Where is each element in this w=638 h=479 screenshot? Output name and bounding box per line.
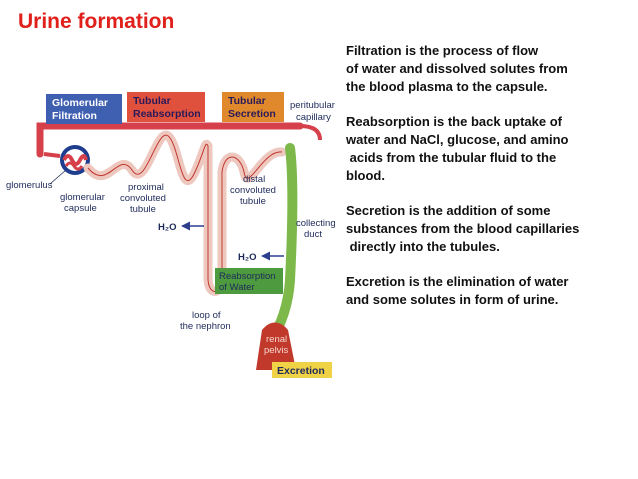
- reabsorption-line: blood.: [346, 168, 385, 183]
- excretion-line: Excretion is the elimination of water: [346, 274, 569, 289]
- glomerulus-label: glomerulus: [6, 180, 53, 191]
- peritubular-capillary: [36, 122, 304, 158]
- secretion-line: directly into the tubules.: [346, 239, 500, 254]
- distal-tubule-label: distal: [243, 174, 265, 185]
- excretion-label: Excretion: [277, 365, 325, 377]
- glomerular-capsule-label: glomerular: [60, 192, 105, 203]
- reabsorption-of-water-box: [215, 268, 283, 294]
- collecting-duct: [265, 143, 298, 347]
- filtration-paragraph: Filtration is the process of flow of wat…: [346, 42, 634, 96]
- proximal-tubule-label: proximal: [128, 182, 164, 193]
- distal-tubule-label: convoluted: [230, 185, 276, 196]
- filtration-line: Filtration is the process of flow: [346, 43, 539, 58]
- h2o-left-label: H₂O: [158, 222, 176, 233]
- secretion-line: Secretion is the addition of some: [346, 203, 551, 218]
- collecting-duct-label: collecting: [296, 218, 336, 229]
- renal-pelvis-shape: [256, 322, 296, 370]
- excretion-line: and some solutes in form of urine.: [346, 292, 559, 307]
- peritubular-capillary-label: capillary: [296, 112, 331, 123]
- tubular-secretion-box: [222, 92, 284, 122]
- secretion-line: substances from the blood capillaries: [346, 221, 580, 236]
- glomerulus-icon: [43, 145, 90, 175]
- filtration-line: the blood plasma to the capsule.: [346, 79, 548, 94]
- nephron-diagram: Glomerular Filtration Tubular Reabsorpti…: [6, 92, 336, 378]
- capillary-connector: [299, 124, 322, 141]
- text-panel: Filtration is the process of flow of wat…: [346, 42, 634, 326]
- proximal-tubule-label: tubule: [130, 204, 156, 215]
- tubular-secretion-label: Secretion: [228, 108, 276, 120]
- excretion-box: [272, 362, 332, 378]
- h2o-right-label: H₂O: [238, 252, 256, 263]
- tubular-reabsorption-label: Tubular: [133, 95, 171, 107]
- renal-pelvis-label: pelvis: [264, 345, 289, 356]
- renal-pelvis-label: renal: [266, 334, 287, 345]
- reabsorption-of-water-label: of Water: [219, 282, 255, 293]
- excretion-paragraph: Excretion is the elimination of water an…: [346, 273, 634, 309]
- glomerulus-pointer: [49, 169, 67, 185]
- tubular-reabsorption-label: Reabsorption: [133, 108, 201, 120]
- reabsorption-paragraph: Reabsorption is the back uptake of water…: [346, 113, 634, 185]
- reabsorption-line: acids from the tubular fluid to the: [346, 150, 557, 165]
- secretion-paragraph: Secretion is the addition of some substa…: [346, 202, 634, 256]
- reabsorption-line: Reabsorption is the back uptake of: [346, 114, 562, 129]
- glomerular-filtration-box: [46, 94, 122, 124]
- filtration-line: of water and dissolved solutes from: [346, 61, 568, 76]
- peritubular-capillary-label: peritubular: [290, 100, 335, 111]
- reabsorption-of-water-label: Reabsorption: [219, 271, 276, 282]
- slide-title: Urine formation: [18, 10, 175, 33]
- distal-tubule-label: tubule: [240, 196, 266, 207]
- loop-of-nephron-label: the nephron: [180, 321, 231, 332]
- tubular-reabsorption-box: [127, 92, 205, 122]
- tubular-secretion-label: Tubular: [228, 95, 266, 107]
- collecting-duct-label: duct: [304, 229, 322, 240]
- proximal-tubule-label: convoluted: [120, 193, 166, 204]
- renal-tubule-outline: [87, 134, 283, 292]
- loop-of-nephron-label: loop of: [192, 310, 221, 321]
- glomerular-filtration-label: Filtration: [52, 110, 97, 122]
- reabsorption-line: water and NaCl, glucose, and amino: [346, 132, 569, 147]
- glomerular-capsule-label: capsule: [64, 203, 97, 214]
- glomerular-filtration-label: Glomerular: [52, 97, 108, 109]
